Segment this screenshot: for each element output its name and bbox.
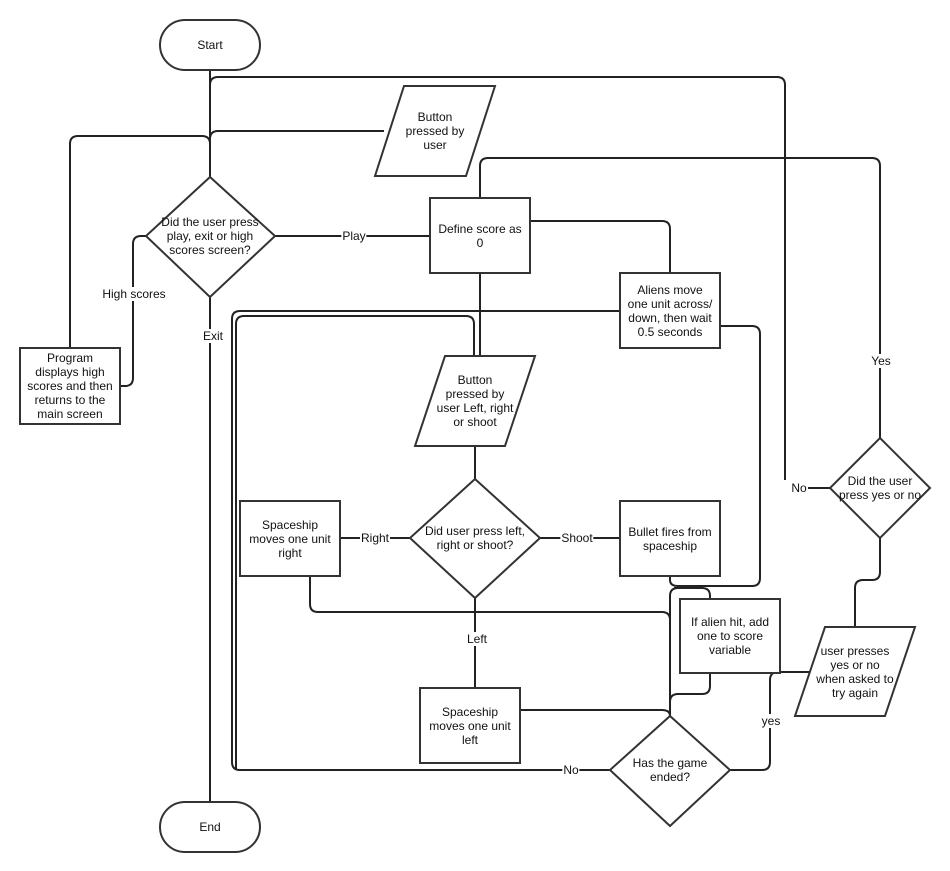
game-ended-label: Has the game ended? bbox=[632, 756, 708, 784]
alien-hit-process[interactable] bbox=[679, 598, 781, 674]
edge-button-to-decision bbox=[209, 130, 384, 140]
edge-define-to-aliens bbox=[530, 220, 671, 273]
game-ended-diamond[interactable] bbox=[608, 714, 732, 828]
high-scores-label: Program displays high scores and then re… bbox=[27, 351, 113, 421]
button-pressed-label: Button pressed by user bbox=[405, 110, 465, 152]
edge-bullet-to-alienhit bbox=[669, 576, 711, 716]
yes-no-decision-diamond[interactable] bbox=[828, 436, 932, 540]
end-label: End bbox=[199, 820, 221, 834]
edge-highscores-return bbox=[69, 135, 211, 348]
edge-label-yes-retry: Yes bbox=[870, 354, 892, 368]
edge-tryagain-to-decision bbox=[854, 538, 881, 627]
move-right-process[interactable] bbox=[239, 500, 341, 577]
edge-aliens-down bbox=[678, 325, 761, 587]
define-score-label: Define score as 0 bbox=[438, 221, 522, 250]
start-terminator[interactable] bbox=[159, 19, 261, 71]
try-again-input[interactable] bbox=[793, 626, 917, 717]
button-lrs-label: Button pressed by user Left, right or sh… bbox=[436, 373, 514, 429]
lrs-decision-label: Did user press left, right or shoot? bbox=[424, 524, 526, 552]
high-scores-process[interactable] bbox=[19, 347, 121, 425]
move-left-process[interactable] bbox=[419, 687, 521, 764]
edge-label-no-game: No bbox=[562, 763, 580, 777]
edge-yes-retry-to-define bbox=[479, 157, 881, 438]
aliens-move-label: Aliens move one unit across/ down, then … bbox=[627, 282, 713, 339]
edge-alienhit-to-ended bbox=[669, 673, 711, 716]
edge-label-no-retry: No bbox=[790, 481, 808, 495]
edge-decision-to-highscores bbox=[120, 235, 146, 387]
main-decision-label: Did the user press play, exit or high sc… bbox=[161, 215, 259, 257]
main-decision-diamond[interactable] bbox=[144, 175, 277, 299]
edge-label-exit: Exit bbox=[201, 329, 225, 343]
edge-label-play: Play bbox=[341, 229, 367, 243]
edge-label-yes-game: yes bbox=[760, 714, 782, 728]
edge-label-high-scores: High scores bbox=[101, 287, 167, 301]
button-pressed-input[interactable] bbox=[373, 85, 497, 177]
button-lrs-input[interactable] bbox=[413, 355, 537, 447]
define-score-process[interactable] bbox=[429, 197, 531, 274]
edge-label-shoot: Shoot bbox=[560, 531, 594, 545]
edge-left-to-ended bbox=[520, 709, 671, 717]
try-again-label: user presses yes or no when asked to try… bbox=[816, 643, 894, 700]
lrs-decision-diamond[interactable] bbox=[408, 477, 542, 600]
aliens-move-process[interactable] bbox=[619, 272, 721, 349]
start-label: Start bbox=[197, 38, 223, 52]
nodes bbox=[19, 19, 932, 853]
bullet-label: Bullet fires from spaceship bbox=[628, 524, 712, 553]
edge-no-retry-loop bbox=[209, 76, 786, 480]
alien-hit-label: If alien hit, add one to score variable bbox=[690, 615, 770, 657]
edge-label-left: Left bbox=[465, 632, 489, 646]
move-right-label: Spaceship moves one unit right bbox=[249, 517, 331, 560]
yes-no-decision-label: Did the user press yes or no bbox=[838, 474, 922, 502]
move-left-label: Spaceship moves one unit left bbox=[429, 704, 511, 747]
bullet-process[interactable] bbox=[619, 500, 721, 577]
edge-label-right: Right bbox=[359, 531, 391, 545]
edge-no-loop-inner bbox=[235, 315, 475, 770]
end-terminator[interactable] bbox=[159, 801, 261, 853]
